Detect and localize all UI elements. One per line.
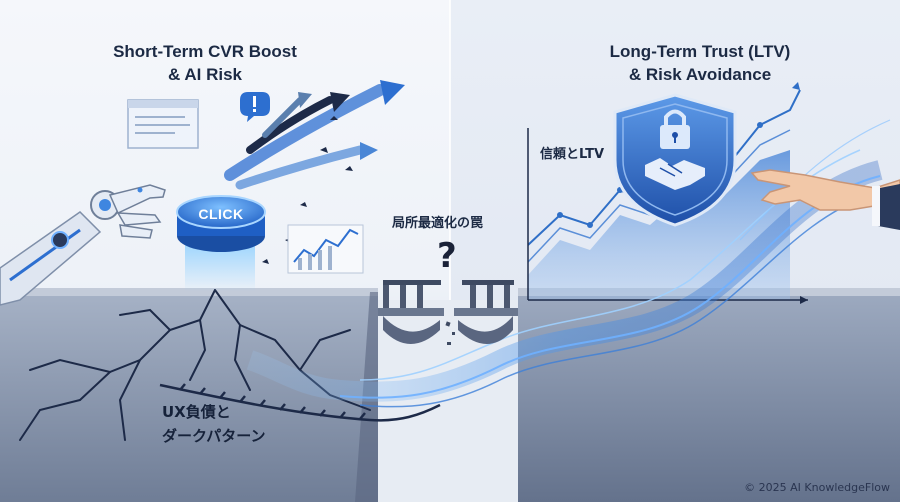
handshake-icon (645, 158, 705, 190)
trust-ltv-label: 信頼とLTV (540, 147, 605, 162)
growth-arrows (224, 80, 405, 264)
right-title-line-1: Long-Term Trust (LTV) (609, 42, 791, 61)
ux-debt-label: UX負債と ダークパターン (162, 400, 266, 448)
right-title-line-2: & Risk Avoidance (628, 65, 772, 84)
click-button (176, 195, 266, 292)
robot-hand-icon (0, 184, 166, 306)
click-button-label: CLICK (198, 206, 244, 222)
copyright-notice: © 2025 AI KnowledgeFlow (744, 481, 890, 494)
shield-lock-icon (613, 93, 737, 227)
alert-icon (240, 92, 270, 122)
ux-debt-line-2: ダークパターン (162, 427, 266, 445)
human-hand-icon (750, 169, 900, 230)
right-panel-title: Long-Term Trust (LTV) & Risk Avoidance (585, 40, 815, 86)
left-cliff (0, 288, 378, 502)
ux-debt-line-1: UX負債と (162, 403, 231, 421)
mini-chart-icon (287, 224, 364, 274)
panel-divider (449, 0, 451, 300)
left-title-line-2: & AI Risk (167, 65, 242, 84)
local-optimization-trap-label: 局所最適化の罠 (392, 216, 484, 231)
bridge-icon (378, 280, 518, 345)
left-panel-title: Short-Term CVR Boost & AI Risk (100, 40, 310, 86)
left-title-line-1: Short-Term CVR Boost (113, 42, 297, 61)
question-mark: ? (437, 236, 457, 276)
broken-chain-icon (159, 383, 441, 422)
browser-window-icon (127, 99, 199, 149)
